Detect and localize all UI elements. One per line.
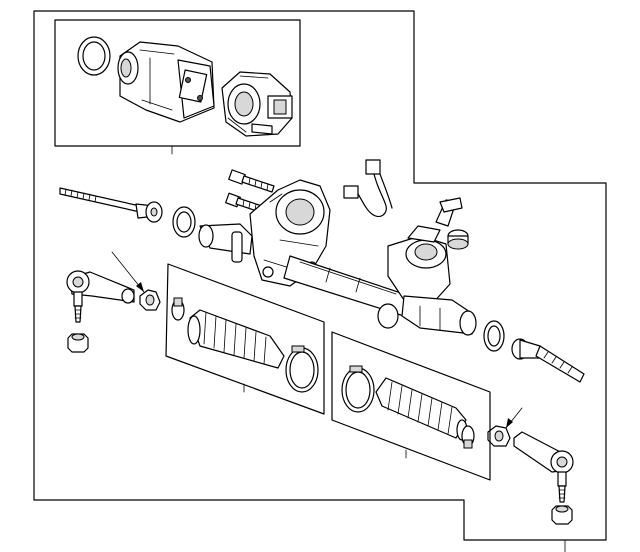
inner-tie-rod-o-ring-left-inner [176,211,192,233]
leader-arrowhead-left [136,282,144,292]
inner-tie-rod-left [59,187,163,223]
small-clamp-right [461,425,475,449]
pinion-plug [447,229,469,250]
jam-nut-right [487,425,511,447]
motor-o-ring [77,36,111,76]
boot-kit-right [331,331,491,481]
outer-tie-rod-end-right [513,431,574,503]
diagram-frame [33,10,607,541]
small-clamp-left [171,297,185,321]
inner-tie-rod-o-ring-right-inner [487,325,501,347]
tie-rod-nut-left-lower [67,333,89,353]
tie-rod-nut-right-lower [551,505,573,525]
outer-tie-rod-end-left [66,270,135,323]
boot-left [187,309,285,369]
jam-nut-left [139,289,161,311]
boot-right [375,377,468,441]
control-module [221,71,293,137]
inset-frame [54,19,301,147]
boot-kit-left-frame [165,263,325,415]
mounting-bolt-upper [228,169,275,193]
leader-arrowhead-right [506,418,513,428]
large-clamp-right [341,365,375,413]
motor-o-ring-inner [82,41,106,71]
inner-tie-rod-o-ring-right [483,320,505,352]
motor-assembly-inset [54,19,301,155]
boot-kit-right-frame [331,331,491,481]
large-clamp-left [285,345,319,393]
boot-kit-left [165,263,325,415]
inner-tie-rod-o-ring-left [172,206,196,238]
steering-gear-housing [198,179,477,336]
inner-tie-rod-right [511,338,585,383]
electric-motor [117,41,215,123]
wire-harness-connector [343,159,393,218]
